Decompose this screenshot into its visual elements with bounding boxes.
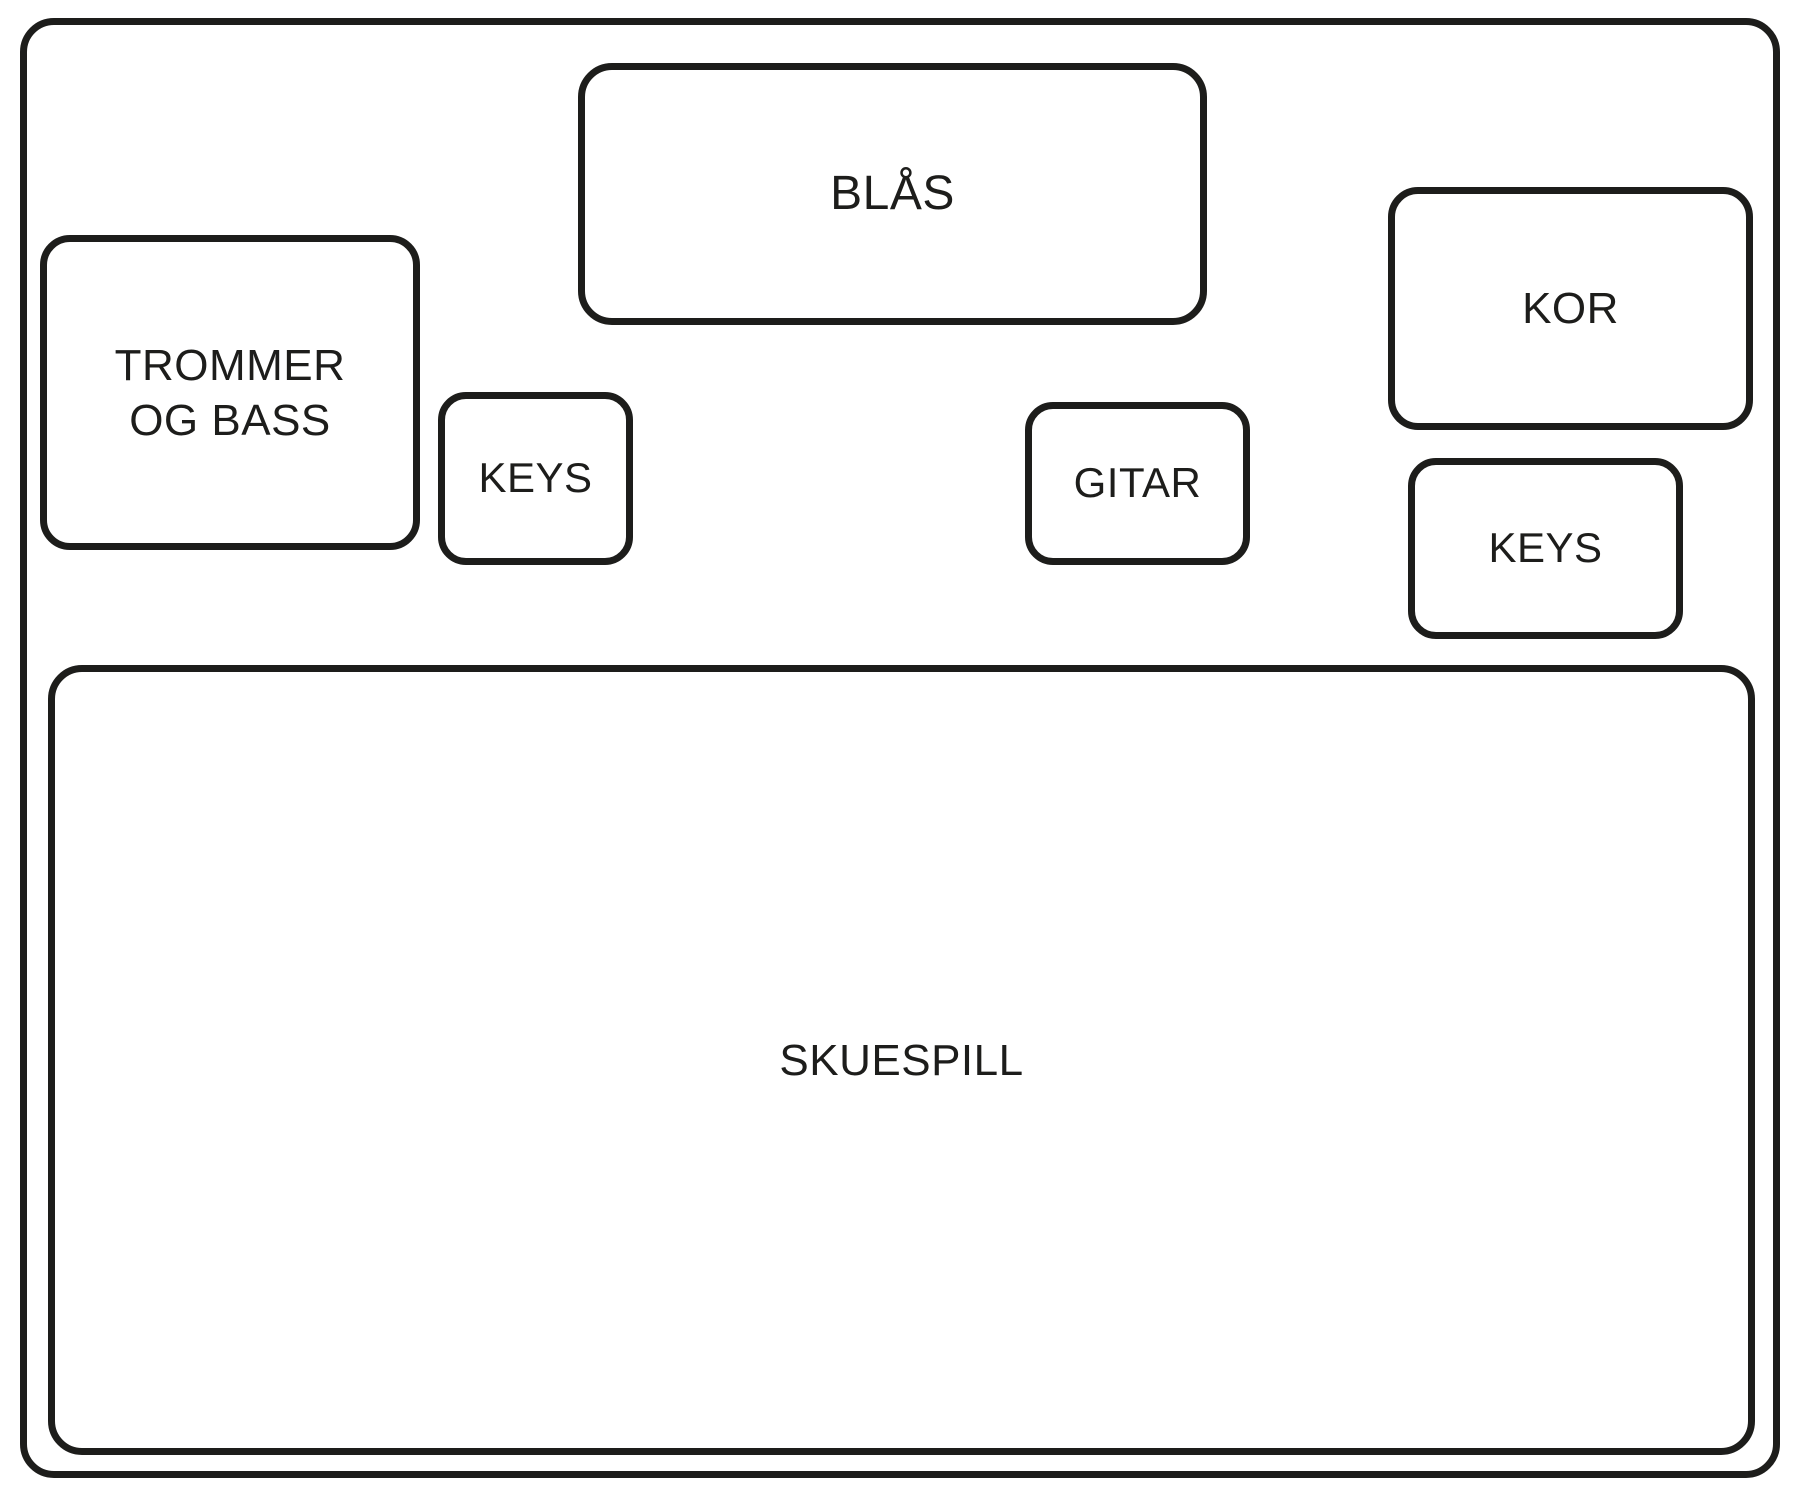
zone-label-gitar: GITAR xyxy=(1073,459,1202,507)
zone-label-skuespill: SKUESPILL xyxy=(779,1035,1024,1085)
zone-label-keys-right: KEYS xyxy=(1488,524,1603,572)
zone-label-keys-center: KEYS xyxy=(478,454,593,502)
zone-trommer-og-bass[interactable]: TROMMER OG BASS xyxy=(40,235,420,550)
zone-label-blas: BLÅS xyxy=(830,167,955,220)
zone-keys-center[interactable]: KEYS xyxy=(438,392,633,565)
zone-gitar[interactable]: GITAR xyxy=(1025,402,1250,565)
zone-keys-right[interactable]: KEYS xyxy=(1408,458,1683,639)
zone-skuespill[interactable]: SKUESPILL xyxy=(48,665,1755,1455)
zone-blas[interactable]: BLÅS xyxy=(578,63,1207,325)
zone-label-kor: KOR xyxy=(1522,284,1619,333)
zone-kor[interactable]: KOR xyxy=(1388,187,1753,430)
zone-label-trommer-og-bass: TROMMER OG BASS xyxy=(114,340,346,445)
